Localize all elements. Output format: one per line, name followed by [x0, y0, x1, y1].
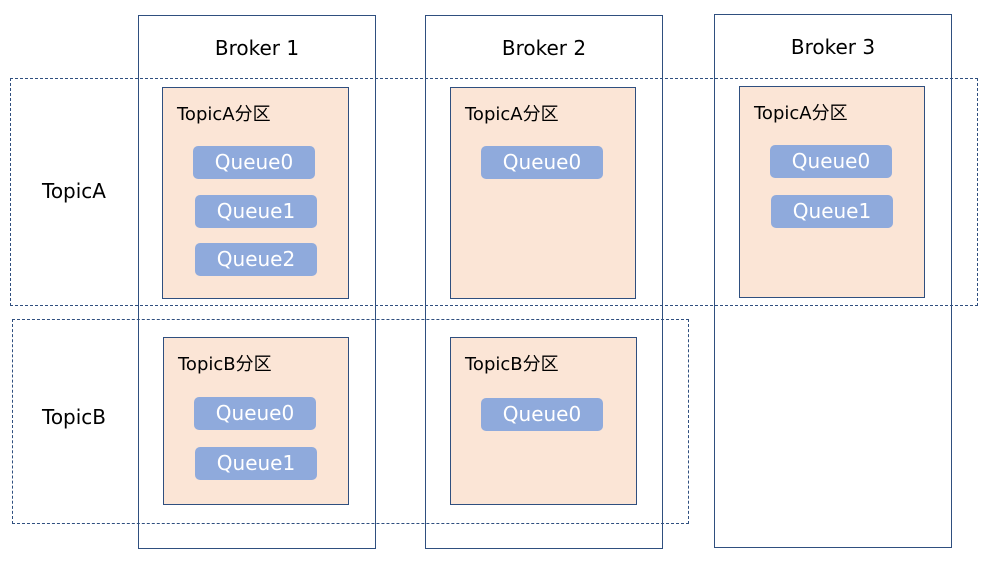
topic-b-label: TopicB [42, 405, 107, 429]
queue-2: Queue2 [195, 243, 317, 276]
queue-0: Queue0 [481, 398, 603, 431]
queue-0: Queue0 [481, 146, 603, 179]
partition-broker2-topicb: TopicB分区 Queue0 [450, 337, 637, 505]
broker-3-title: Broker 3 [790, 35, 876, 59]
partition-broker2-topica: TopicA分区 Queue0 [450, 87, 636, 299]
broker-2-title: Broker 2 [501, 36, 587, 60]
partition-title: TopicA分区 [465, 104, 559, 125]
partition-broker3-topica: TopicA分区 Queue0 Queue1 [739, 86, 925, 298]
topic-b-band [12, 319, 689, 524]
partition-broker1-topicb: TopicB分区 Queue0 Queue1 [163, 337, 349, 505]
partition-title: TopicB分区 [178, 354, 272, 375]
queue-0: Queue0 [193, 146, 315, 179]
partition-title: TopicA分区 [177, 104, 271, 125]
broker-1: Broker 1 [138, 15, 376, 549]
queue-0: Queue0 [770, 145, 892, 178]
topic-a-band [10, 78, 978, 306]
partition-title: TopicA分区 [754, 103, 848, 124]
topic-a-label: TopicA [42, 179, 106, 203]
queue-0: Queue0 [194, 397, 316, 430]
partition-title: TopicB分区 [465, 354, 559, 375]
partition-broker1-topica: TopicA分区 Queue0 Queue1 Queue2 [162, 87, 349, 299]
broker-2: Broker 2 [425, 15, 663, 549]
broker-3: Broker 3 [714, 14, 952, 548]
queue-1: Queue1 [195, 447, 317, 480]
broker-1-title: Broker 1 [214, 36, 300, 60]
queue-1: Queue1 [771, 195, 893, 228]
queue-1: Queue1 [195, 195, 317, 228]
